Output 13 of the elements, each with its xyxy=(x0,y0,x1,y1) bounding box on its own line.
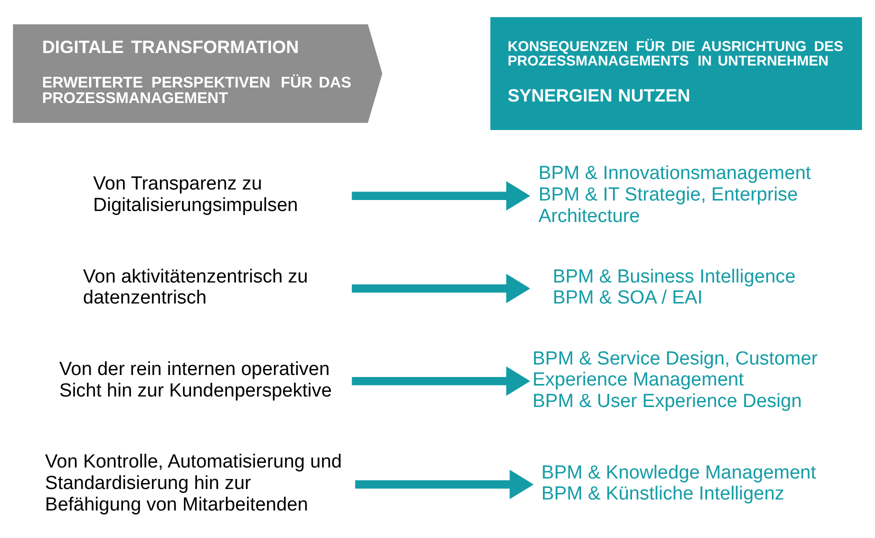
node-text: BPM & Business Intelligence BPM & SOA / EAI xyxy=(552,266,796,308)
arrow xyxy=(355,469,534,499)
node-text: Von Kontrolle, Automatisierung und Standardisierung hin zur Befähigung von Mitarbeitenden xyxy=(45,451,342,515)
node-box: KONSEQUENZEN FÜR DIE AUSRICHTUNG DES PROZESSMANAGEMENTS IN UNTERNEHMEN SYNERGIEN NUTZEN xyxy=(490,16,862,130)
node-text: Von aktivitätenzentrisch zu datenzentrisch xyxy=(83,266,308,308)
node-text: BPM & Innovationsmanagement BPM & IT Strategie, Enterprise Architecture xyxy=(538,162,811,226)
arrow xyxy=(352,273,530,303)
node-text: Von Transparenz zu Digitalisierungsimpulsen xyxy=(93,173,298,216)
node-text: BPM & Service Design, Customer Experience Management BPM & User Experience Design xyxy=(532,348,818,412)
arrow xyxy=(352,366,530,396)
arrow xyxy=(352,180,530,210)
node-text: Von der rein internen operativen Sicht hin zur Kundenperspektive xyxy=(59,358,332,401)
node-text: BPM & Knowledge Management BPM & Künstliche Intelligenz xyxy=(541,462,816,504)
